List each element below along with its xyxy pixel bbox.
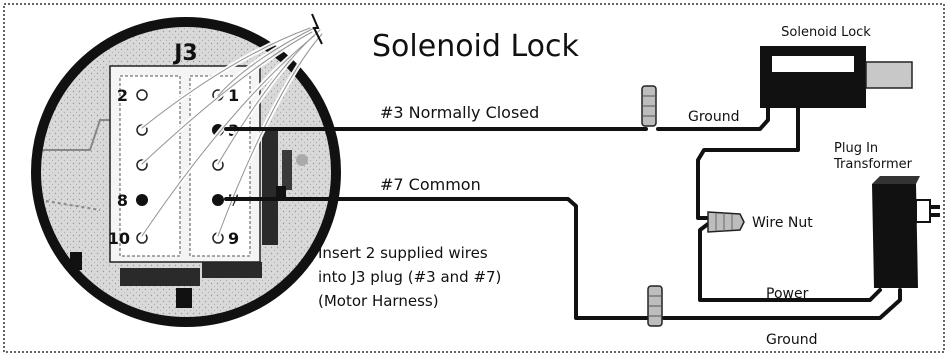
crimp-connector-top [641, 85, 657, 127]
pin-8-label: 8 [117, 191, 128, 210]
pin3-wire-label: #3 Normally Closed [380, 103, 539, 122]
wiring [224, 106, 902, 320]
pin-10-label: 10 [108, 229, 130, 248]
j3-connector: J3 2 1 3 8 7 10 9 [31, 13, 341, 327]
wire-nut-icon [707, 211, 745, 233]
solenoid-label: Solenoid Lock [781, 25, 871, 40]
wire-solenoid-to-nut [696, 106, 800, 220]
pin-8-socket [136, 194, 148, 206]
wire-power [698, 222, 882, 302]
diagram-frame [3, 3, 945, 353]
pin-2-label: 2 [117, 86, 128, 105]
crimp-connector-bottom [647, 285, 663, 327]
pin-9-label: 9 [228, 229, 239, 248]
ground-top-label: Ground [688, 109, 740, 125]
transformer-label-line2: Transformer [833, 157, 913, 172]
instruction-line-3: (Motor Harness) [318, 292, 439, 310]
pin-1-label: 1 [228, 86, 239, 105]
instruction-line-1: Insert 2 supplied wires [318, 244, 488, 262]
ground-bottom-label: Ground [766, 332, 818, 348]
j3-label: J3 [172, 41, 198, 66]
diagram-title: Solenoid Lock [372, 29, 580, 64]
transformer-prongs [915, 199, 931, 223]
pin-2-socket [136, 89, 148, 101]
wire-pin7 [224, 197, 654, 320]
wire-ground-top [656, 106, 770, 131]
solenoid-plunger [865, 61, 913, 89]
power-label: Power [766, 286, 809, 302]
transformer-label-line1: Plug In [834, 141, 878, 156]
solenoid-lock: Solenoid Lock [760, 25, 913, 108]
wire-ground-bottom [662, 288, 902, 320]
instruction-line-2: into J3 plug (#3 and #7) [318, 268, 501, 286]
pin7-wire-label: #7 Common [380, 175, 481, 194]
plug-in-transformer: Plug In Transformer [833, 141, 940, 288]
pin-7-socket [212, 194, 224, 206]
spark-icon [311, 13, 323, 45]
wire-nut-label: Wire Nut [752, 215, 813, 231]
